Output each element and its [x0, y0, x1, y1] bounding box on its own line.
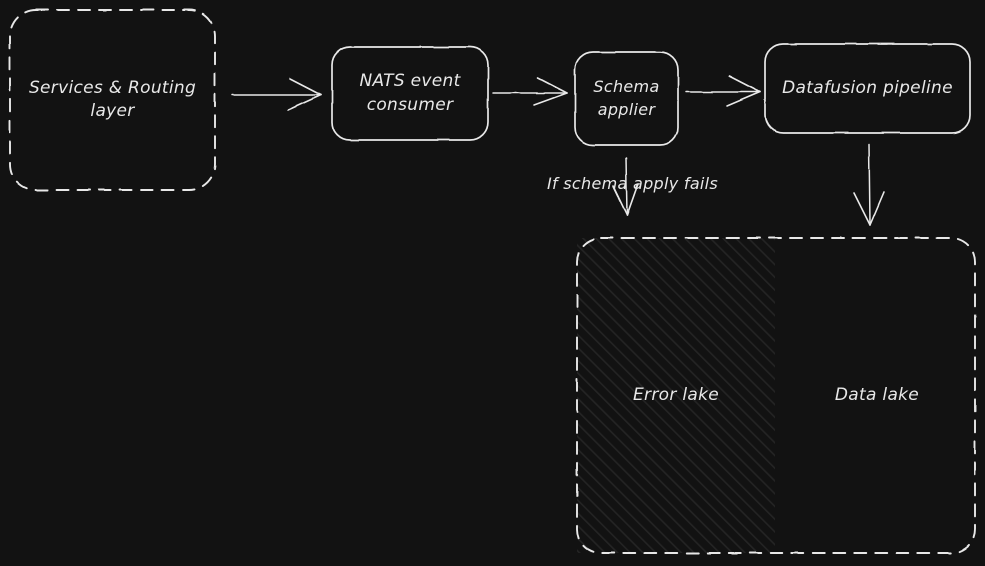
node-services-routing-layer-shape[interactable]: [9, 9, 216, 191]
node-datafusion-pipeline-shape[interactable]: [764, 43, 971, 134]
node-nats-event-consumer-shape[interactable]: [331, 46, 489, 141]
edge-datafusion-to-data-lake: [853, 143, 885, 226]
edge-nats-to-schema: [492, 77, 568, 106]
edge-services-to-nats: [231, 78, 322, 111]
edge-schema-to-error-lake: [612, 157, 639, 216]
region-lakes-container-shape[interactable]: [576, 237, 976, 554]
error-lake-hatch-fill: [577, 238, 775, 553]
node-schema-applier-shape[interactable]: [574, 51, 679, 146]
edge-schema-to-datafusion: [685, 75, 761, 107]
